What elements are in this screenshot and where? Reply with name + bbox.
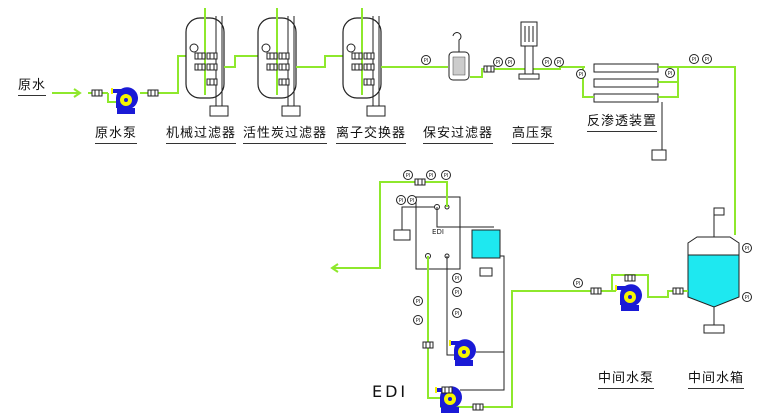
intermediate-tank-label: 中间水箱 [688, 367, 745, 389]
pump-icon [111, 86, 139, 115]
carbon-filter-label: 活性炭过滤器 [243, 122, 328, 144]
edi-concentrate-tank [471, 229, 501, 277]
ro-unit [576, 63, 679, 161]
high-pressure-pump [518, 21, 540, 80]
intermediate-pump [615, 283, 643, 312]
raw-water-pump-label: 原水泵 [95, 122, 138, 144]
intermediate-water-tank [687, 207, 752, 334]
intermediate-pump-label: 中间水泵 [598, 367, 655, 389]
edi-booster-pump [449, 338, 477, 367]
ion-exchanger-label: 离子交换器 [336, 122, 407, 144]
raw-water-label: 原水 [18, 74, 47, 96]
mechanical-filter-tank [185, 8, 229, 117]
mechanical-filter-label: 机械过滤器 [166, 122, 237, 144]
security-filter-label: 保安过滤器 [423, 122, 494, 144]
valve-icon [91, 89, 103, 97]
svg-text:EDI: EDI [432, 228, 444, 236]
raw-water-inlet [52, 88, 120, 103]
raw-water-pump [111, 86, 139, 115]
edi-title: EDI [372, 382, 409, 401]
ion-exchanger-tank [342, 8, 386, 117]
high-pressure-pump-label: 高压泵 [512, 122, 555, 144]
carbon-filter-tank [257, 8, 301, 117]
valve-icon [147, 89, 159, 97]
edi-module: EDI [415, 196, 461, 270]
security-filter [448, 32, 470, 81]
ro-unit-label: 反渗透装置 [587, 110, 658, 132]
